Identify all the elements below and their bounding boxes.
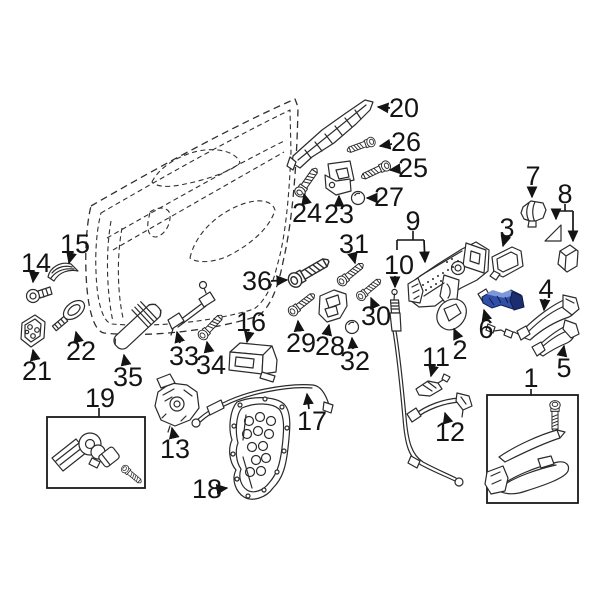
part-19-motor-kit (46, 408, 146, 489)
callout-labels: 1 2 3 4 5 6 7 8 9 10 11 12 13 14 15 16 1… (21, 93, 573, 504)
part-20-window-guide-rail (286, 99, 374, 171)
part-3-handle-seal (489, 246, 524, 281)
part-36-screw (285, 253, 333, 291)
callout-label-7: 7 (525, 161, 540, 191)
part-6-top-facet (486, 290, 517, 298)
part-22-grommet (51, 299, 86, 332)
part-15-buffer (47, 262, 79, 282)
callout-label-10: 10 (384, 250, 414, 280)
part-14-screw (25, 286, 53, 304)
callout-label-33: 33 (169, 341, 199, 371)
part-24-screw (292, 164, 322, 200)
part-2-handle-gasket (436, 298, 467, 331)
callout-label-22: 22 (66, 336, 96, 366)
callout-label-11: 11 (422, 342, 450, 372)
part-6-highlighted-handle-bracket (477, 288, 525, 311)
part-23-hinge (324, 160, 355, 196)
callout-label-24: 24 (292, 198, 322, 228)
part-8-cylinder-cap (544, 224, 579, 273)
callout-label-34: 34 (196, 350, 226, 380)
callout-label-6: 6 (478, 314, 493, 344)
part-1-handle-kit (484, 389, 579, 504)
part-16-bracket (228, 342, 278, 383)
callout-label-3: 3 (499, 213, 514, 243)
part-10-lock-cable (389, 288, 464, 487)
callout-label-15: 15 (60, 229, 90, 259)
callout-label-18: 18 (192, 474, 222, 504)
callout-label-27: 27 (374, 182, 404, 212)
part-5-outside-handle-rear (531, 319, 580, 357)
part-35-pull-handle (113, 301, 162, 350)
callout-label-35: 35 (113, 362, 143, 392)
part-6-right-block (509, 291, 525, 311)
callout-label-31: 31 (339, 229, 369, 259)
part-33-check-strap (167, 280, 216, 336)
callout-label-4: 4 (538, 274, 553, 304)
callout-label-36: 36 (242, 266, 272, 296)
callout-label-29: 29 (286, 328, 316, 358)
part-17-release-cable (191, 384, 334, 428)
callout-arrows (28, 102, 579, 495)
part-31-screw (334, 259, 367, 289)
callout-label-2: 2 (452, 335, 467, 365)
callout-label-19: 19 (85, 383, 115, 413)
part-18-carrier-panel (229, 396, 291, 500)
part-11-connector (415, 373, 451, 397)
part-9-latch-carrier (407, 241, 490, 308)
part-25-screw (359, 158, 393, 183)
callout-label-12: 12 (435, 417, 465, 447)
part-6-link-cable (485, 323, 521, 339)
callout-label-13: 13 (160, 434, 190, 464)
callout-label-9: 9 (405, 206, 420, 236)
callout-label-25: 25 (398, 153, 428, 183)
part-21-plate (20, 314, 46, 348)
part-32-cap (344, 319, 360, 335)
part-12-release-rod (406, 392, 473, 423)
part-4-outside-handle (516, 294, 580, 341)
callout-label-26: 26 (391, 127, 421, 157)
callout-label-23: 23 (324, 199, 354, 229)
callout-label-21: 21 (22, 356, 52, 386)
callout-label-20: 20 (389, 93, 419, 123)
door-shell-outline (85, 98, 299, 336)
callout-label-5: 5 (556, 353, 571, 383)
callout-label-30: 30 (361, 301, 391, 331)
callout-label-14: 14 (21, 248, 51, 278)
part-30-screw (354, 275, 384, 303)
part-13-door-latch (154, 373, 200, 433)
callout-label-28: 28 (315, 331, 345, 361)
callout-label-8: 8 (557, 179, 572, 209)
part-28-bracket (318, 289, 348, 323)
part-7-lock-cylinder (520, 200, 547, 228)
part-29-screw (285, 289, 318, 319)
part-34-screw (195, 311, 226, 343)
callout-label-16: 16 (236, 307, 266, 337)
callout-label-32: 32 (340, 346, 370, 376)
callout-label-17: 17 (297, 406, 327, 436)
part-26-screw (345, 135, 377, 156)
callout-label-1: 1 (523, 363, 538, 393)
